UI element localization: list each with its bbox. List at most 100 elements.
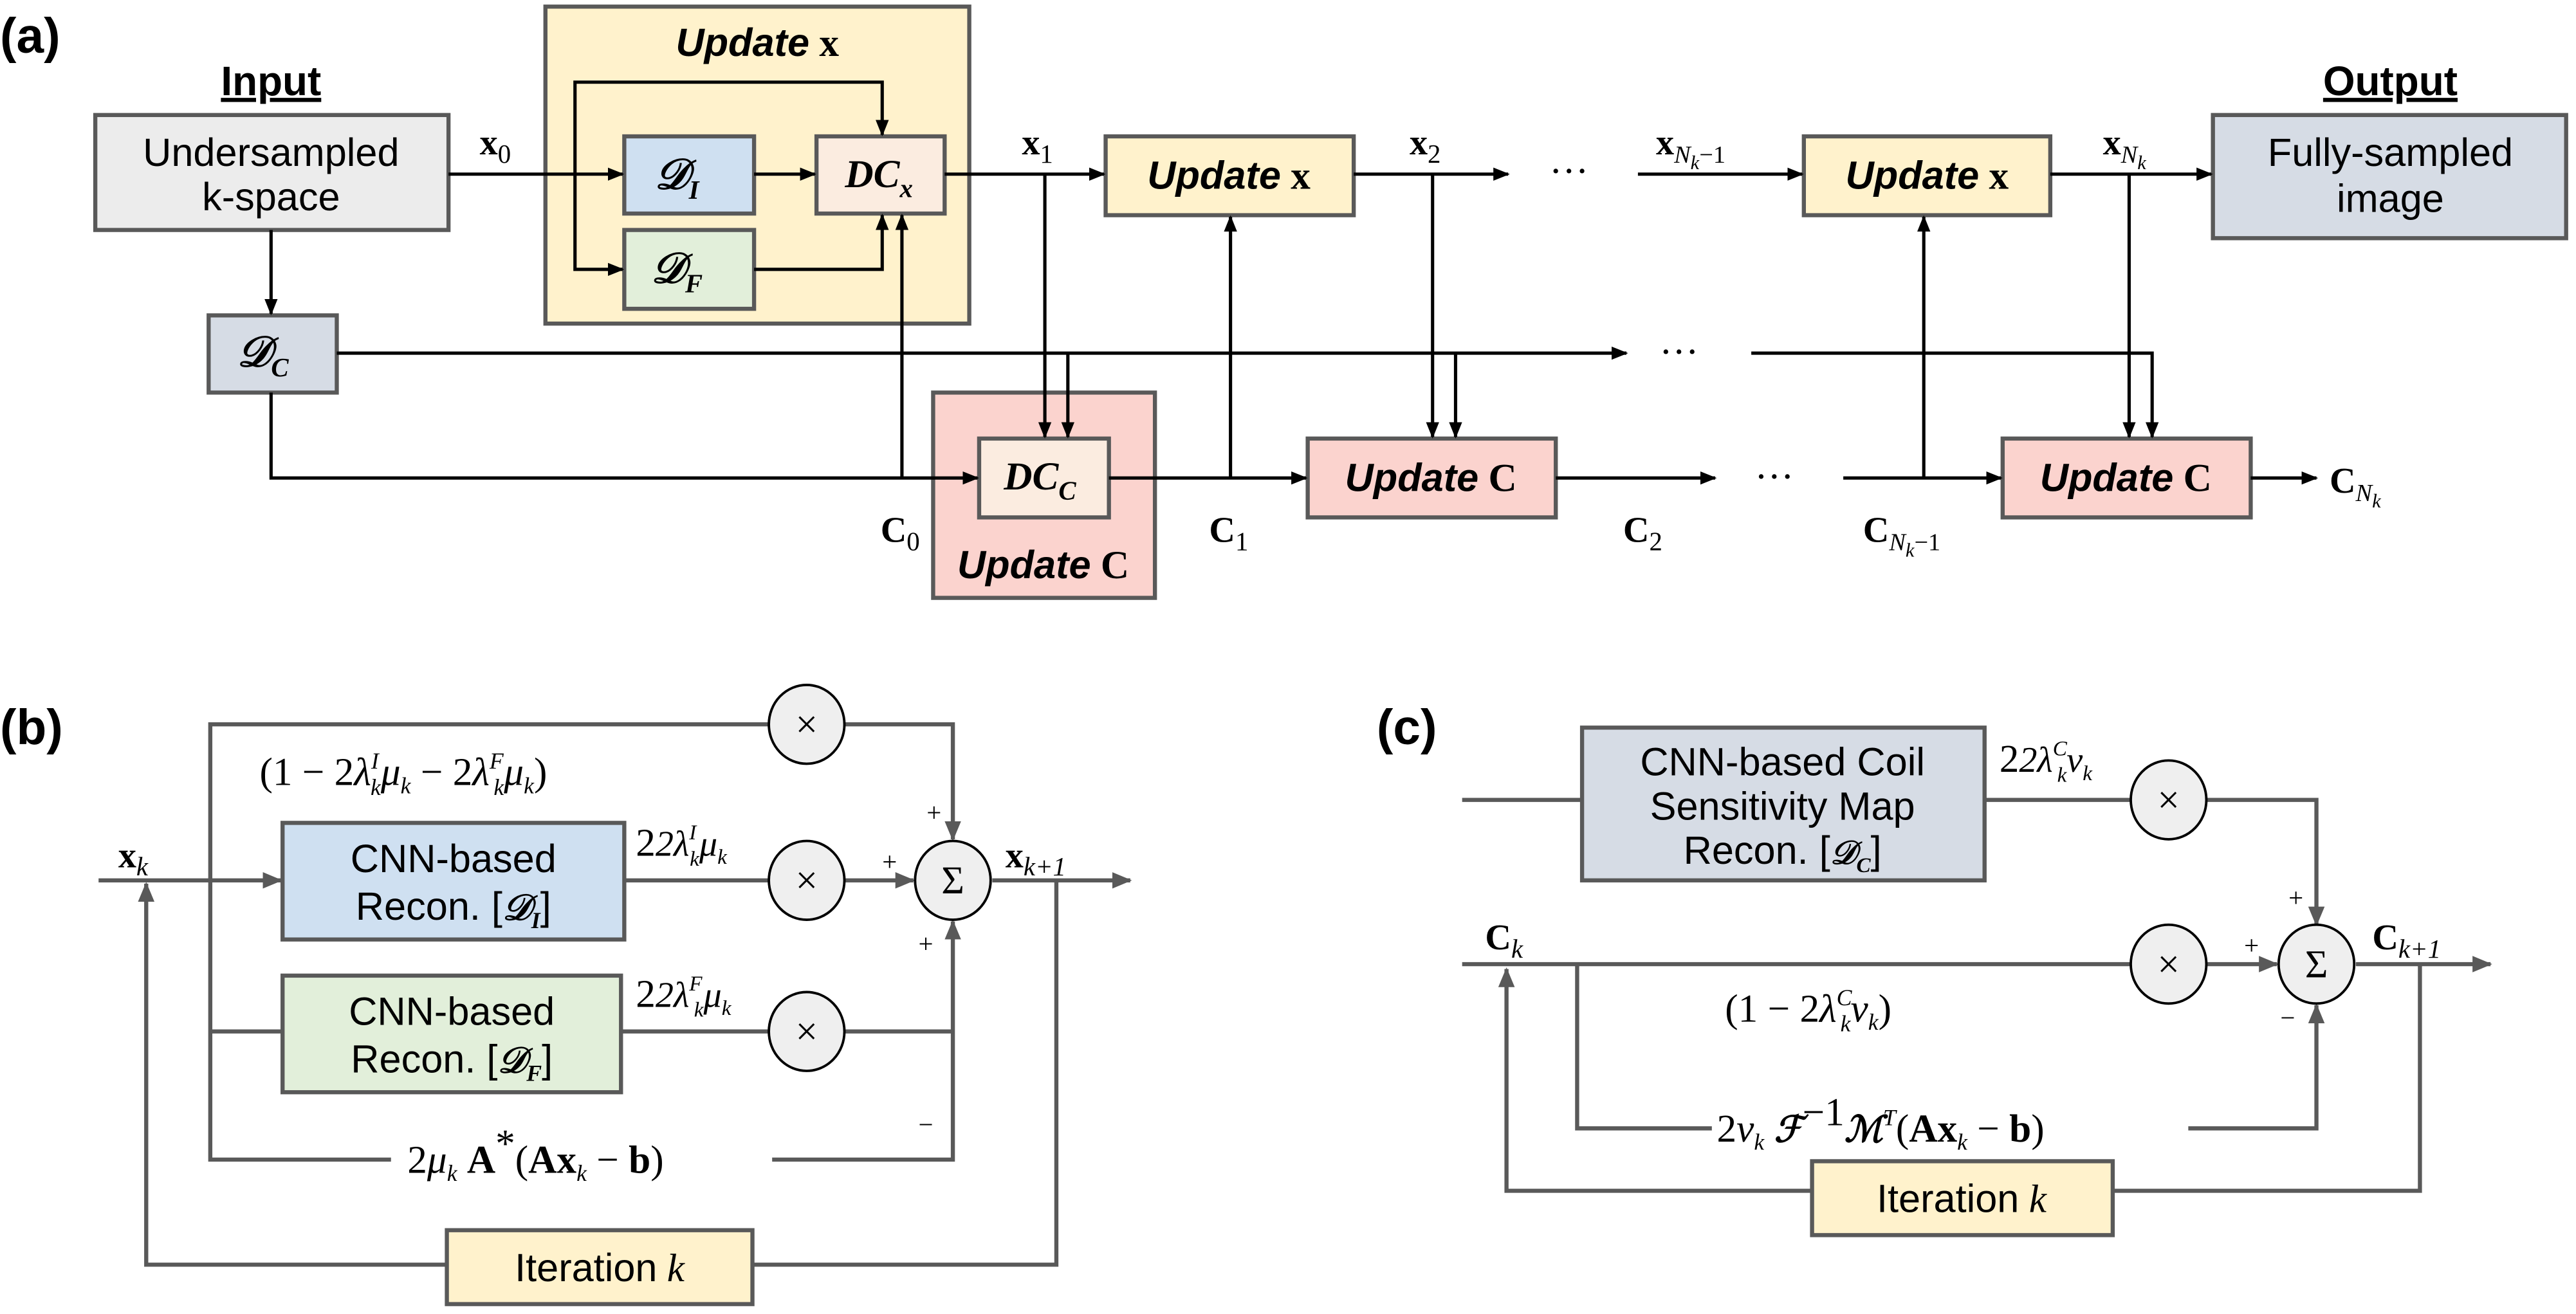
c-sign-minus: − [2280,1003,2295,1032]
b-feedback-right [752,880,1059,1267]
c-coil-to-sum [2206,798,2325,927]
dc-x-rect [814,134,947,216]
b-feedback-left [138,882,447,1267]
b-cnn-image-block[interactable]: CNN-based Recon. [𝒟I] [281,821,627,942]
panel-c-label: (c) [1377,700,1437,755]
dc-c-block[interactable]: DCC [977,436,1111,520]
output-box[interactable]: Fully-sampled image [2211,113,2568,241]
c-feedback-right [2112,964,2422,1193]
label-xnk-1: xNk−1 [1656,123,1725,174]
label-x1: x1 [1022,123,1053,169]
b-sign-bottom: + [918,929,933,958]
d-f-rect [622,228,757,311]
coil-bus-line-end [1751,351,2159,439]
label-x0: x0 [480,123,511,169]
b-cnn-freq-line2: Recon. [𝒟F] [351,1037,553,1086]
label-x2: x2 [1410,123,1441,169]
label-c1: C1 [1209,511,1248,556]
d-c-rect [207,313,339,395]
b-sum-node: Σ [914,839,992,921]
c-sign-left: + [2244,931,2259,960]
input-box-rect [93,113,451,232]
b-cnn-freq-line1: CNN-based [349,990,555,1034]
multiply-icon: × [2157,942,2180,986]
b-sign-left: + [882,847,897,876]
b-cnn-image-line1: CNN-based [351,837,557,881]
label-cnk: CNk [2330,461,2382,512]
update-x-block-n-rect [1801,134,2053,217]
input-box-line1: Undersampled [143,131,399,174]
c-feedback-left [1498,967,1812,1193]
label-c2: C2 [1623,511,1662,556]
c-cnn-coil-block[interactable]: CNN-based Coil Sensitivity Map Recon. [𝒟… [1579,725,1987,882]
output-box-line2: image [2337,176,2444,220]
sum-icon: Σ [2305,942,2328,986]
c-dc-to-sum [2188,1003,2325,1131]
b-iteration-rect [445,1228,755,1306]
b-output-label: xk+1 [1006,835,1066,881]
label-xnk: xNk [2103,123,2148,174]
c-multiply-keep: × [2130,923,2208,1005]
b-top-path [208,722,769,881]
d-i-block[interactable]: 𝒟I [622,134,757,216]
b-multiply-top: × [768,683,846,765]
d-i-rect [622,134,757,216]
b-sign-minus: − [918,1110,933,1139]
c-sum-node: Σ [2277,923,2356,1005]
arrow-c0-to-dc-c [269,392,979,485]
ellipsis-x: ··· [1549,149,1588,193]
output-box-rect [2211,113,2568,241]
b-cnn-freq-block[interactable]: CNN-based Recon. [𝒟F] [281,973,623,1095]
panel-b: (b) CNN-based Recon. [𝒟I] CNN-based [0,683,1132,1306]
b-cnn-freq-rect [281,973,623,1095]
arrow-d-f-to-dc-x [754,214,889,271]
b-dc-to-sum [772,920,961,1162]
c-output-label: Ck+1 [2372,918,2441,963]
b-top-to-sum [844,722,961,841]
d-f-block[interactable]: 𝒟F [622,228,757,311]
b-sign-top: + [926,798,941,827]
panel-b-connectors [98,722,1132,1267]
panel-c-connectors [1462,798,2492,1193]
dc-x-block[interactable]: DCx [814,134,947,216]
c-cnn-coil-rect [1579,725,1987,882]
dc-c-rect [977,436,1111,520]
panel-a-connectors [264,80,2319,485]
ellipsis-coil: ··· [1659,330,1698,374]
b-multiply-freq: × [768,990,846,1072]
input-box[interactable]: Undersampled k-space [93,113,451,232]
dc-c-label: DCC [1003,455,1076,505]
c-cnn-coil-line1: CNN-based Coil [1640,740,1925,783]
b-cnn-image-rect [281,821,627,942]
output-box-line1: Fully-sampled [2268,131,2513,174]
b-multiply-image: × [768,839,846,921]
input-box-line2: k-space [202,175,340,219]
d-c-block[interactable]: 𝒟C [207,313,339,395]
arrow-skip-to-dc-x [573,80,889,174]
b-dc-path-left [208,880,391,1162]
multiply-icon: × [796,703,818,747]
arrow-to-d-f [573,174,625,277]
label-c0: C0 [881,511,920,556]
multiply-icon: × [796,1010,818,1054]
b-input-label: xk [118,835,149,881]
